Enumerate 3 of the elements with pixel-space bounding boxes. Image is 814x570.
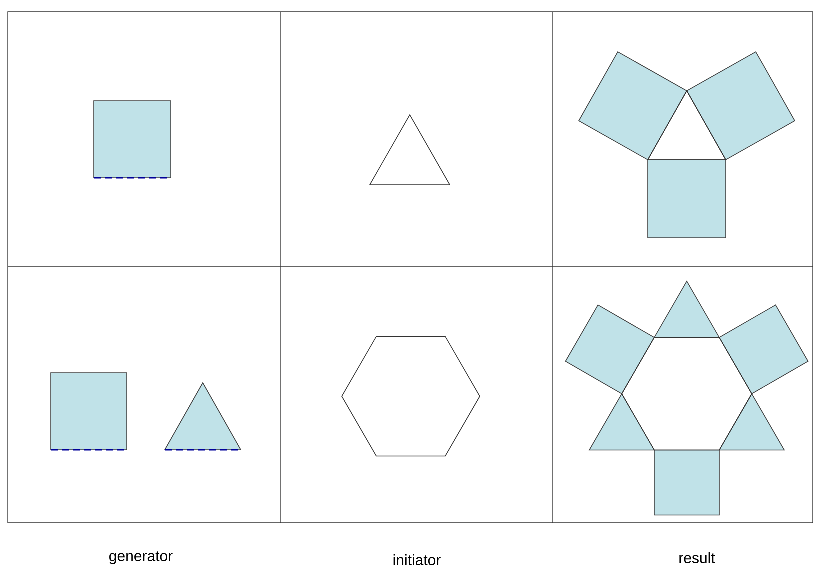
column-caption: result	[680, 552, 716, 564]
column-caption: generator	[110, 552, 173, 564]
column-caption: initiator	[394, 554, 441, 566]
